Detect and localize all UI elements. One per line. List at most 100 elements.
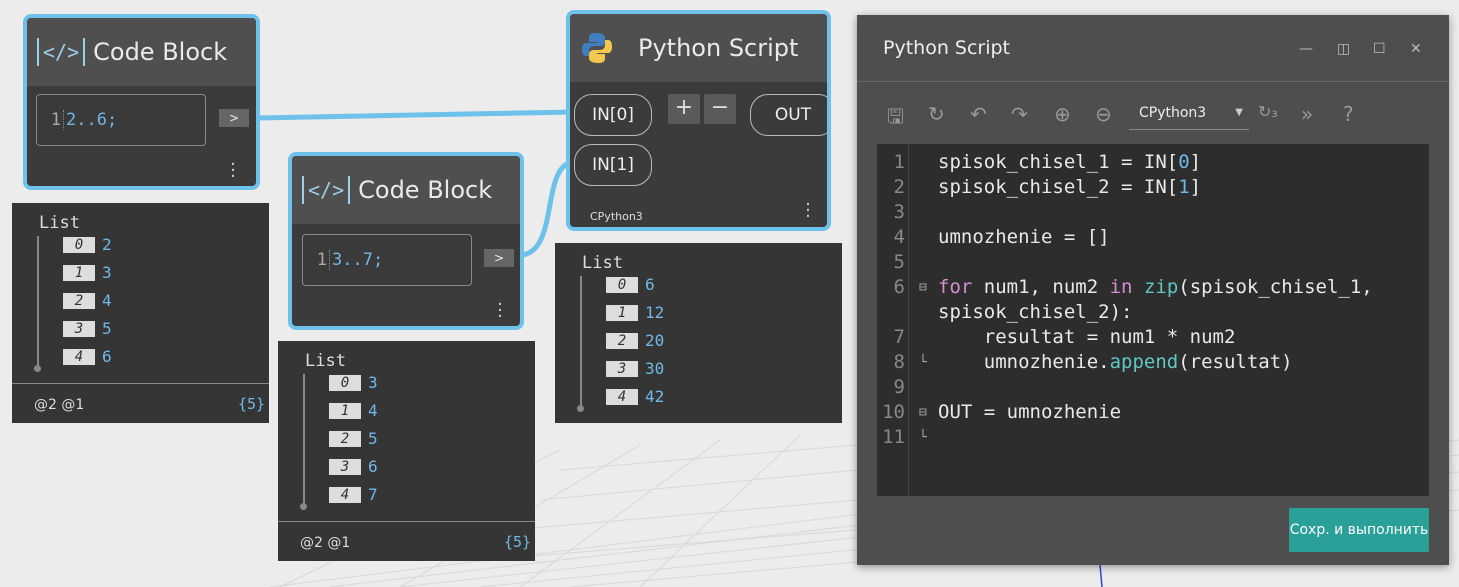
code-block-node-1[interactable]: </> Code Block 1 2..6; > ··· (23, 14, 260, 190)
tree-end-dot (34, 365, 41, 372)
tree-line (303, 374, 305, 505)
undo-icon[interactable]: ↶ (970, 102, 987, 126)
list-index: 1 (606, 305, 638, 321)
code-block-input[interactable]: 1 2..6; (36, 94, 206, 146)
line-number: 6 (893, 276, 905, 298)
line-number: 9 (893, 376, 905, 398)
line-number: 8 (893, 351, 905, 373)
code-line: spisok_chisel_1 = IN[0] (938, 151, 1202, 173)
code-block-icon: </> (37, 38, 86, 66)
tree-end-dot (577, 405, 584, 412)
engine-selected: CPython3 (1139, 105, 1207, 121)
list-index: 0 (63, 237, 95, 253)
node-menu-icon[interactable]: ··· (497, 294, 503, 327)
code-line: resultat = num1 * num2 (938, 326, 1236, 348)
input-port-0[interactable]: IN[0] (574, 94, 652, 136)
list-index: 1 (329, 403, 361, 419)
list-value: 3 (102, 263, 112, 282)
list-value: 4 (368, 401, 378, 420)
python-node-header[interactable]: Python Script (570, 14, 827, 82)
code-line-number: 1 (311, 250, 330, 270)
line-number: 5 (893, 251, 905, 273)
title-separator (857, 81, 1449, 82)
node-menu-icon[interactable]: ··· (230, 154, 236, 187)
list-value: 12 (645, 303, 665, 322)
node-menu-icon[interactable]: ··· (805, 194, 811, 227)
code-line: OUT = umnozhenie (938, 401, 1122, 423)
list-value: 3 (368, 373, 378, 392)
watch-preview-3: List 0 6 1 12 2 20 3 30 4 42 (555, 243, 842, 423)
fold-end-icon: └ (919, 430, 927, 445)
restore-icon[interactable]: ◫ (1337, 41, 1351, 57)
maximize-icon[interactable]: ☐ (1373, 41, 1386, 57)
list-value: 42 (645, 387, 665, 406)
fold-icon[interactable]: ⊟ (919, 405, 927, 420)
line-number: 7 (893, 326, 905, 348)
tree-end-dot (300, 503, 307, 510)
python-engine-label: CPython3 (590, 210, 643, 223)
code-line: for num1, num2 in zip(spisok_chisel_1, (938, 276, 1373, 298)
engine-dropdown[interactable]: CPython3 ▼ (1129, 100, 1249, 130)
python-script-node[interactable]: Python Script IN[0] IN[1] + − OUT CPytho… (566, 10, 831, 231)
output-port-button[interactable]: > (219, 109, 249, 127)
fold-icon[interactable]: ⊟ (919, 280, 927, 295)
code-block-code: 2..6; (66, 110, 118, 130)
add-input-button[interactable]: + (668, 94, 700, 124)
list-index: 3 (63, 321, 95, 337)
close-icon[interactable]: ✕ (1410, 41, 1422, 57)
remove-input-button[interactable]: − (704, 94, 736, 124)
zoom-out-icon[interactable]: ⊖ (1095, 102, 1112, 126)
help-icon[interactable]: ? (1343, 102, 1354, 126)
list-value: 4 (102, 291, 112, 310)
line-number: 11 (882, 426, 905, 448)
output-port[interactable]: OUT (750, 94, 827, 136)
more-icon[interactable]: » (1301, 102, 1314, 126)
list-index: 4 (63, 349, 95, 365)
python-logo-icon (582, 33, 612, 63)
code-block-input[interactable]: 1 3..7; (302, 234, 472, 286)
line-number: 4 (893, 226, 905, 248)
line-number: 1 (893, 151, 905, 173)
code-line-number: 1 (45, 110, 64, 130)
list-index: 2 (606, 333, 638, 349)
preview-divider (12, 383, 269, 384)
list-index: 2 (329, 431, 361, 447)
editor-title: Python Script (883, 37, 1011, 59)
code-line: umnozhenie.append(resultat) (938, 351, 1293, 373)
list-count: {5} (238, 395, 266, 413)
python-node-title: Python Script (638, 34, 799, 62)
list-value: 6 (368, 457, 378, 476)
chevron-down-icon: ▼ (1235, 107, 1243, 118)
list-value: 30 (645, 359, 665, 378)
list-index: 1 (63, 265, 95, 281)
list-value: 5 (368, 429, 378, 448)
tree-line (580, 276, 582, 407)
code-line: spisok_chisel_2): (938, 301, 1133, 323)
code-block-icon: </> (302, 176, 351, 204)
python-editor-window[interactable]: Python Script — ◫ ☐ ✕ 🖫 ↻ ↶ ↷ ⊕ ⊖ CPytho… (857, 15, 1449, 565)
editor-gutter (908, 144, 909, 496)
line-number: 3 (893, 201, 905, 223)
code-editor[interactable]: 1 spisok_chisel_1 = IN[0] 2 spisok_chisel_… (877, 144, 1429, 496)
code-block-header[interactable]: </> Code Block (27, 18, 256, 86)
list-label: List (582, 253, 623, 273)
code-line: spisok_chisel_2 = IN[1] (938, 176, 1202, 198)
run-icon[interactable]: ↻ (928, 102, 945, 126)
list-count: {5} (504, 533, 532, 551)
save-and-run-button[interactable]: Сохр. и выполнить (1289, 508, 1429, 552)
line-number: 2 (893, 176, 905, 198)
redo-icon[interactable]: ↷ (1011, 102, 1028, 126)
list-value: 2 (102, 235, 112, 254)
input-port-1[interactable]: IN[1] (574, 144, 652, 186)
list-value: 6 (102, 347, 112, 366)
code-line: umnozhenie = [] (938, 226, 1110, 248)
zoom-in-icon[interactable]: ⊕ (1054, 102, 1071, 126)
tree-line (37, 236, 39, 367)
convert-2to3-icon[interactable]: ↻₃ (1258, 102, 1278, 121)
output-port-button[interactable]: > (484, 249, 514, 267)
save-icon[interactable]: 🖫 (887, 104, 905, 128)
minimize-icon[interactable]: — (1299, 41, 1313, 57)
code-block-node-2[interactable]: </> Code Block 1 3..7; > ··· (288, 152, 524, 330)
watch-preview-2: List 0 3 1 4 2 5 3 6 4 7 @2 @1 {5} (278, 341, 535, 561)
code-block-header[interactable]: </> Code Block (292, 156, 520, 224)
